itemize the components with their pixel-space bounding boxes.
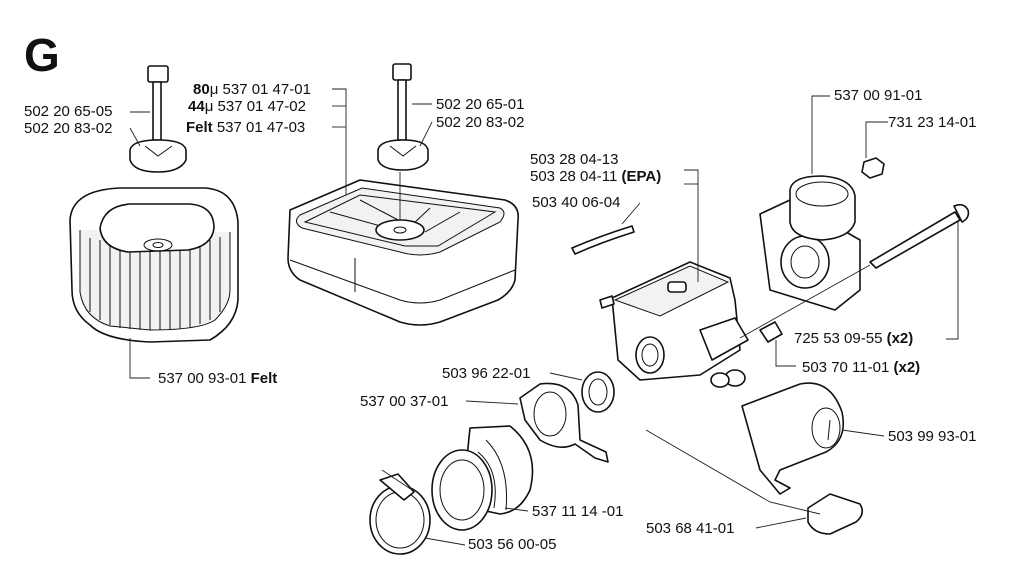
carburetor xyxy=(599,261,749,388)
part-label-503-28-04-11: 503 28 04-11 (EPA) xyxy=(530,168,661,185)
part-label-503-96-22-01: 503 96 22-01 xyxy=(442,365,531,382)
part-label-503-68-41-01: 503 68 41-01 xyxy=(646,520,735,537)
part-number: 503 28 04-11 xyxy=(530,168,618,185)
part-number: 537 01 47-01 xyxy=(222,81,311,98)
part-label-502-20-65-05: 502 20 65-05 xyxy=(24,103,113,120)
fuel-hose xyxy=(571,225,635,255)
part-label-537-01-47-01: 80μ 537 01 47-01 xyxy=(193,81,311,98)
intake-boot xyxy=(431,425,534,531)
intake-adapter xyxy=(759,157,885,311)
part-label-731-23-14-01: 731 23 14-01 xyxy=(888,114,977,131)
part-number: 537 00 93-01 xyxy=(158,370,247,387)
part-label-502-20-83-02-left: 502 20 83-02 xyxy=(24,120,113,137)
filter-grade-44: 44 xyxy=(188,98,205,115)
leader-lines xyxy=(129,88,959,546)
part-label-502-20-83-02-right: 502 20 83-02 xyxy=(436,114,525,131)
filter-grade-felt: Felt xyxy=(186,119,213,136)
quantity-suffix: (x2) xyxy=(893,359,921,376)
long-bolt xyxy=(739,203,970,339)
air-filter-flat xyxy=(287,179,520,326)
part-label-537-00-91-01: 537 00 91-01 xyxy=(834,87,923,104)
micron-unit: μ xyxy=(209,81,219,98)
part-number: 503 70 11-01 xyxy=(802,359,890,376)
part-label-537-00-37-01: 537 00 37-01 xyxy=(360,393,449,410)
quantity-suffix: (x2) xyxy=(886,330,914,347)
epa-suffix: (EPA) xyxy=(621,168,662,185)
part-label-503-40-06-04: 503 40 06-04 xyxy=(532,194,621,211)
part-label-502-20-65-01: 502 20 65-01 xyxy=(436,96,525,113)
micron-unit: μ xyxy=(204,98,214,115)
throttle-part xyxy=(741,382,845,495)
part-label-503-28-04-13: 503 28 04-13 xyxy=(530,151,619,168)
section-letter: G xyxy=(24,29,60,81)
part-label-503-99-93-01: 503 99 93-01 xyxy=(888,428,977,445)
part-label-503-56-00-05: 503 56 00-05 xyxy=(468,536,557,553)
sleeve xyxy=(581,371,615,413)
bolt-middle xyxy=(377,63,429,220)
clamp xyxy=(519,382,609,463)
part-number: 537 01 47-03 xyxy=(216,119,306,136)
felt-suffix: Felt xyxy=(250,370,278,387)
part-number: 537 01 47-02 xyxy=(217,98,306,115)
part-label-537-01-47-03: Felt 537 01 47-03 xyxy=(186,119,305,136)
part-label-503-70-11-01: 503 70 11-01 (x2) xyxy=(802,359,920,376)
part-label-725-53-09-55: 725 53 09-55 (x2) xyxy=(794,330,913,347)
bracket xyxy=(807,493,864,535)
part-number: 725 53 09-55 xyxy=(794,330,883,347)
filter-grade-80: 80 xyxy=(193,81,210,98)
bolt-left xyxy=(129,65,187,173)
part-label-537-11-14-01: 537 11 14 -01 xyxy=(532,503,624,520)
part-label-537-01-47-02: 44μ 537 01 47-02 xyxy=(188,98,306,115)
spacer-tube xyxy=(759,321,783,343)
air-filter-felt xyxy=(69,187,239,343)
part-label-537-00-93-01: 537 00 93-01 Felt xyxy=(158,370,277,387)
hose-clamp xyxy=(369,469,431,555)
